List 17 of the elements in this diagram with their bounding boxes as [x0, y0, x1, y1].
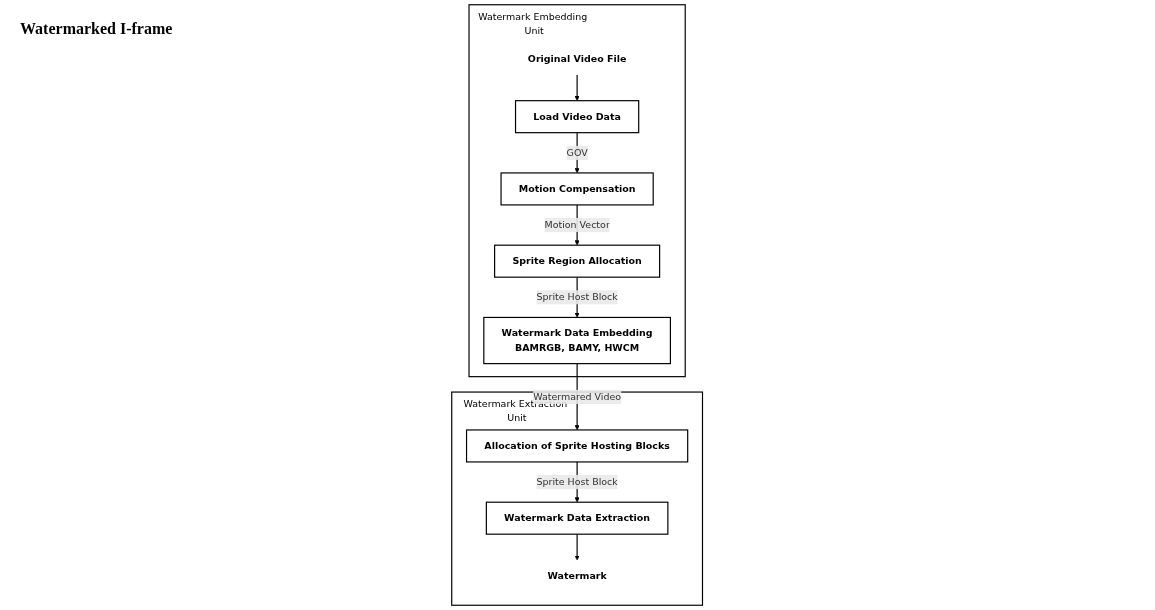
- node-box: Watermark Data Embedding BAMRGB, BAMY, HWCM: [483, 316, 672, 365]
- edge-label: Sprite Host Block: [536, 476, 619, 488]
- edge-label: Sprite Host Block: [536, 291, 619, 303]
- node-box: Sprite Region Allocation: [494, 244, 661, 278]
- node-box: Allocation of Sprite Hosting Blocks: [466, 429, 689, 463]
- note-text: Watermarked I-frame: [20, 20, 173, 37]
- arrow: [574, 74, 581, 101]
- edge-label: GOV: [566, 146, 589, 159]
- arrow: [574, 132, 581, 174]
- arrow: [574, 533, 581, 561]
- edge-label: Motion Vector: [544, 219, 611, 231]
- node-box: Watermark Data Extraction: [486, 501, 669, 535]
- node-box: Motion Compensation: [500, 172, 655, 206]
- node-text: Original Video File: [528, 52, 627, 64]
- edge-label: Watermared Video: [533, 390, 622, 403]
- node-text: Watermark: [547, 570, 608, 582]
- node-box: Load Video Data: [515, 100, 640, 134]
